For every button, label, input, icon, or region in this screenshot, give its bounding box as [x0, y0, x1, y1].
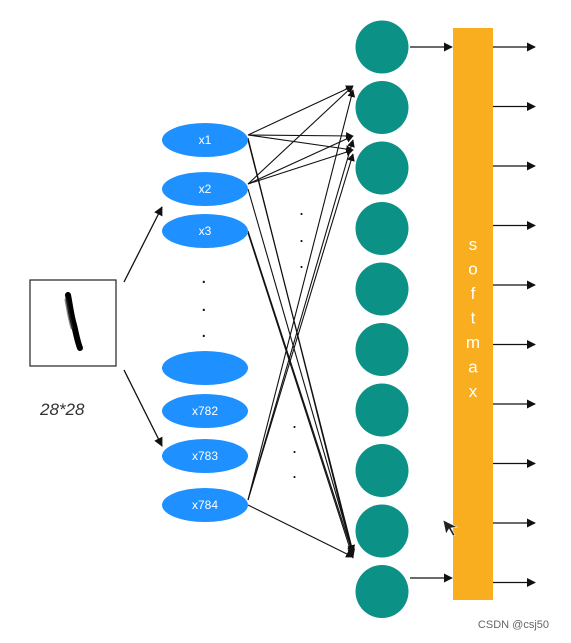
ellipsis-dot: . — [299, 226, 304, 246]
input-node-label: x1 — [199, 133, 212, 147]
input-node-shape — [162, 214, 248, 248]
ellipsis-dot: . — [201, 320, 207, 342]
input-node-shape — [162, 439, 248, 473]
input-node-shape — [162, 394, 248, 428]
ellipsis-dot: . — [299, 252, 304, 272]
softmax-letter: f — [471, 284, 476, 303]
input-node — [162, 351, 248, 385]
hidden-node — [355, 141, 409, 195]
input-node-label: x782 — [192, 404, 218, 418]
softmax-letter: a — [468, 358, 478, 377]
ellipsis-dot: . — [299, 199, 304, 219]
hidden-node — [355, 323, 409, 376]
softmax-letter: s — [469, 235, 478, 254]
softmax-letter: x — [469, 382, 478, 401]
arrow-image-to-inputs-top — [123, 206, 163, 283]
connection-line — [247, 89, 356, 501]
watermark: CSDN @csj50 — [477, 619, 549, 631]
connection-ellipsis-top: . . . — [299, 199, 304, 272]
hidden-node — [355, 81, 409, 134]
connection-line — [247, 139, 355, 501]
connection-line — [247, 137, 356, 557]
connection-line — [247, 504, 354, 558]
input-node-label: x784 — [192, 498, 218, 512]
input-node: x2 — [162, 172, 248, 206]
arrow-image-to-inputs-bottom — [123, 369, 163, 447]
ellipsis-dot: . — [292, 412, 297, 432]
hidden-node — [355, 20, 409, 74]
connection-line — [247, 148, 354, 185]
connection-line — [247, 230, 355, 555]
connection-line — [247, 232, 355, 559]
ellipsis-dot: . — [292, 437, 297, 457]
softmax-letter: m — [466, 333, 480, 352]
handwritten-digit-one-icon — [64, 292, 83, 351]
output-arrows — [493, 42, 536, 588]
input-node-shape — [162, 351, 248, 385]
hidden-node — [355, 504, 409, 558]
input-node: x3 — [162, 214, 248, 248]
mouse-cursor-icon — [442, 519, 458, 537]
softmax-letter: o — [468, 260, 477, 279]
input-node-shape — [162, 123, 248, 157]
hidden-node — [355, 444, 409, 497]
connection-line — [247, 188, 355, 554]
connection-ellipsis-bottom: . . . — [292, 412, 297, 482]
input-node: x783 — [162, 439, 248, 473]
ellipsis-dot: . — [201, 294, 207, 316]
connection-line — [247, 135, 354, 185]
input-node-shape — [162, 172, 248, 206]
hidden-node — [355, 565, 409, 618]
image-size-label: 28*28 — [39, 400, 85, 419]
ellipsis-dot: . — [201, 266, 207, 288]
connection-lines — [247, 42, 453, 583]
input-node-label: x3 — [199, 224, 212, 238]
connection-line — [247, 134, 354, 153]
input-ellipsis: . . . — [201, 266, 207, 342]
connection-line — [247, 85, 354, 185]
input-node: x1 — [162, 123, 248, 157]
input-node-label: x2 — [199, 182, 212, 196]
connection-line — [247, 153, 355, 501]
input-node: x782 — [162, 394, 248, 428]
hidden-node — [355, 383, 409, 437]
connection-line — [247, 85, 354, 136]
input-node: x784 — [162, 488, 248, 522]
softmax-letter: t — [471, 309, 476, 328]
input-layer: x1 x2 x3 x782 x783 x784 — [162, 123, 248, 522]
input-node-shape — [162, 488, 248, 522]
hidden-layer — [355, 20, 409, 618]
ellipsis-dot: . — [292, 462, 297, 482]
softmax-bar — [453, 28, 493, 600]
input-node-label: x783 — [192, 449, 218, 463]
hidden-node — [355, 202, 409, 255]
hidden-node — [355, 262, 409, 316]
